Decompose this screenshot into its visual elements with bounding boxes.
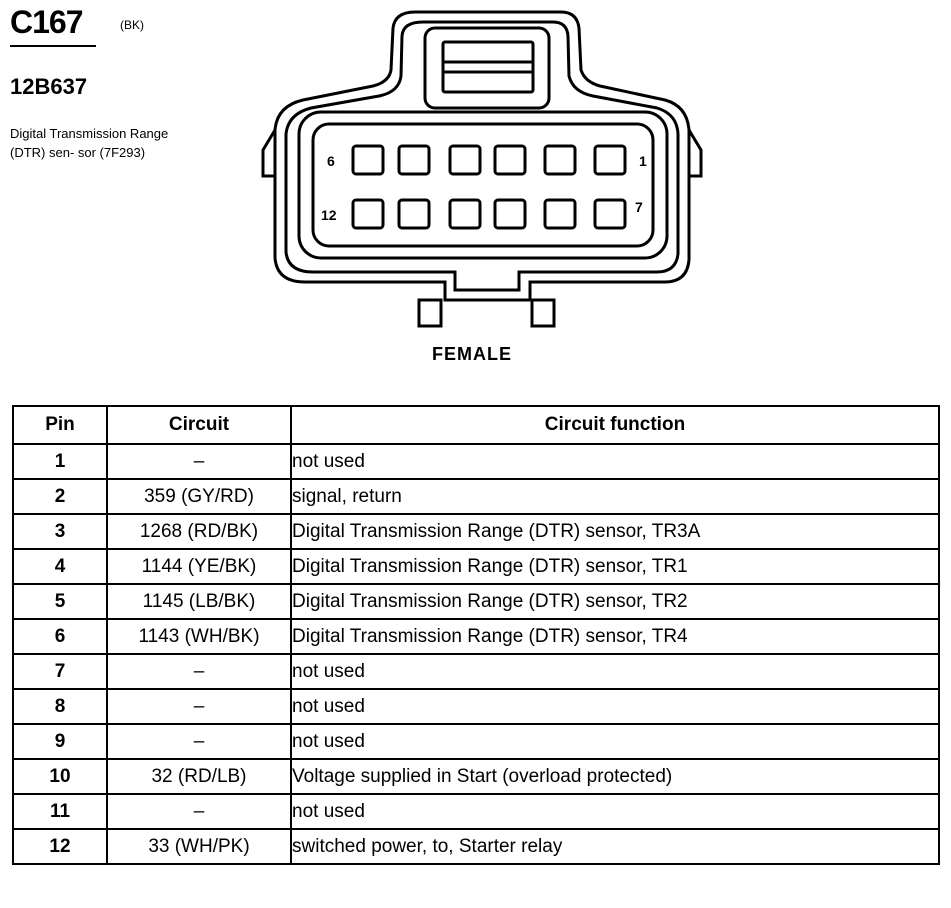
cavity-5 xyxy=(397,144,431,176)
circuit-cell: – xyxy=(106,443,292,480)
pin-cell: 10 xyxy=(12,758,108,795)
connector-description: Digital Transmission Range (DTR) sen- so… xyxy=(10,126,169,160)
circuit-cell: 33 (WH/PK) xyxy=(106,828,292,865)
left-peg xyxy=(417,298,443,328)
pin-cell: 6 xyxy=(12,618,108,655)
circuit-cell: – xyxy=(106,793,292,830)
right-peg xyxy=(530,298,556,328)
connector-color-code: (BK) xyxy=(120,18,144,32)
cavity-housing-inner xyxy=(311,122,655,248)
connector-outer-shell xyxy=(273,10,691,302)
function-cell: Voltage supplied in Start (overload prot… xyxy=(290,758,940,795)
pin-cell: 12 xyxy=(12,828,108,865)
header-circuit: Circuit xyxy=(106,405,292,445)
table-row: 7 – not used xyxy=(12,653,940,690)
cavity-6 xyxy=(351,144,385,176)
pin-cell: 3 xyxy=(12,513,108,550)
connector-id: C167 xyxy=(10,4,83,40)
circuit-cell: 1144 (YE/BK) xyxy=(106,548,292,585)
cavity-3 xyxy=(493,144,527,176)
table-row: 5 1145 (LB/BK) Digital Transmission Rang… xyxy=(12,583,940,620)
function-cell: not used xyxy=(290,793,940,830)
connector-id-underline xyxy=(10,45,96,47)
cavity-11 xyxy=(397,198,431,230)
header-pin: Pin xyxy=(12,405,108,445)
circuit-cell: 359 (GY/RD) xyxy=(106,478,292,515)
cavity-10 xyxy=(448,198,482,230)
pin-table: Pin Circuit Circuit function 1 – not use… xyxy=(12,405,940,865)
circuit-cell: 32 (RD/LB) xyxy=(106,758,292,795)
table-row: 8 – not used xyxy=(12,688,940,725)
circuit-cell: – xyxy=(106,653,292,690)
connector-face-diagram: 6 1 12 7 xyxy=(261,10,703,328)
cavity-7 xyxy=(593,198,627,230)
table-row: 9 – not used xyxy=(12,723,940,760)
table-row: 4 1144 (YE/BK) Digital Transmission Rang… xyxy=(12,548,940,585)
circuit-cell: 1143 (WH/BK) xyxy=(106,618,292,655)
circuit-cell: – xyxy=(106,723,292,760)
function-cell: Digital Transmission Range (DTR) sensor,… xyxy=(290,618,940,655)
table-row: 3 1268 (RD/BK) Digital Transmission Rang… xyxy=(12,513,940,550)
right-side-tab xyxy=(687,129,703,178)
table-row: 2 359 (GY/RD) signal, return xyxy=(12,478,940,515)
function-cell: not used xyxy=(290,723,940,760)
cavity-9 xyxy=(493,198,527,230)
latch-window xyxy=(441,40,535,94)
pin-cell: 4 xyxy=(12,548,108,585)
pin-cell: 9 xyxy=(12,723,108,760)
header-function: Circuit function xyxy=(290,405,940,445)
function-cell: not used xyxy=(290,688,940,725)
cavity-label-top-left: 6 xyxy=(327,153,335,169)
function-cell: signal, return xyxy=(290,478,940,515)
left-side-tab xyxy=(261,129,277,178)
pin-cell: 1 xyxy=(12,443,108,480)
table-row: 12 33 (WH/PK) switched power, to, Starte… xyxy=(12,828,940,865)
table-row: 6 1143 (WH/BK) Digital Transmission Rang… xyxy=(12,618,940,655)
pin-cell: 2 xyxy=(12,478,108,515)
cavity-8 xyxy=(543,198,577,230)
pin-cell: 7 xyxy=(12,653,108,690)
function-cell: Digital Transmission Range (DTR) sensor,… xyxy=(290,513,940,550)
function-cell: Digital Transmission Range (DTR) sensor,… xyxy=(290,548,940,585)
part-number: 12B637 xyxy=(10,74,88,99)
cavity-housing-outer xyxy=(297,110,669,260)
function-cell: not used xyxy=(290,443,940,480)
pin-cell: 11 xyxy=(12,793,108,830)
table-row: 10 32 (RD/LB) Voltage supplied in Start … xyxy=(12,758,940,795)
cavity-label-bottom-right: 7 xyxy=(635,199,643,215)
table-header-row: Pin Circuit Circuit function xyxy=(12,405,940,445)
cavity-4 xyxy=(448,144,482,176)
pin-cell: 5 xyxy=(12,583,108,620)
function-cell: not used xyxy=(290,653,940,690)
table-row: 11 – not used xyxy=(12,793,940,830)
connector-gender-label: FEMALE xyxy=(432,344,512,364)
circuit-cell: 1145 (LB/BK) xyxy=(106,583,292,620)
cavity-label-top-right: 1 xyxy=(639,153,647,169)
function-cell: Digital Transmission Range (DTR) sensor,… xyxy=(290,583,940,620)
circuit-cell: – xyxy=(106,688,292,725)
pin-cell: 8 xyxy=(12,688,108,725)
cavity-label-bottom-left: 12 xyxy=(321,207,337,223)
cavity-1 xyxy=(593,144,627,176)
cavity-2 xyxy=(543,144,577,176)
function-cell: switched power, to, Starter relay xyxy=(290,828,940,865)
latch-outer xyxy=(423,26,551,110)
cavity-12 xyxy=(351,198,385,230)
table-row: 1 – not used xyxy=(12,443,940,480)
connector-inner-shell xyxy=(284,20,680,292)
circuit-cell: 1268 (RD/BK) xyxy=(106,513,292,550)
